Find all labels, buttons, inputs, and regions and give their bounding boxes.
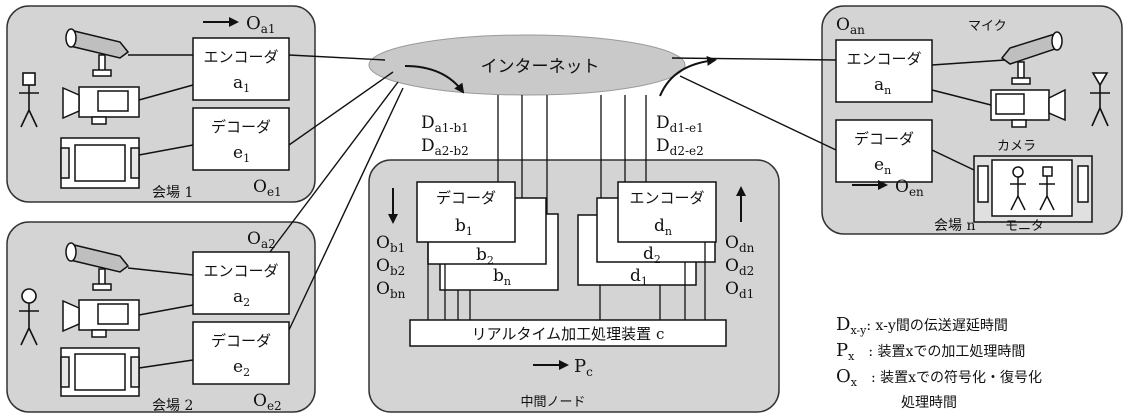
encoder-a1-box xyxy=(192,37,290,101)
oen-label: Oen xyxy=(895,177,924,199)
encoder-a2-box xyxy=(192,251,290,315)
decoder-e2-id: e2 xyxy=(233,357,250,379)
processor-c-box xyxy=(409,319,727,347)
encoder-an-title: エンコーダ xyxy=(846,50,921,68)
oa2-label: Oa2 xyxy=(247,229,276,251)
obn-label: Obn xyxy=(376,279,406,301)
delay-right-2: Dd2-e2 xyxy=(656,136,704,158)
internet-cloud xyxy=(368,34,686,96)
decoder-e1-box xyxy=(192,107,290,171)
monitor-label: モニタ xyxy=(1005,219,1044,234)
pc-label: Pc xyxy=(574,356,593,379)
decoder-b-title: デコーダ xyxy=(436,189,496,207)
od1-label: Od1 xyxy=(725,279,754,301)
venue-2-label: 会場 2 xyxy=(152,398,193,414)
legend: Dx-y: x-y間の伝送遅延時間 Px : 装置xでの加工処理時間 Ox : … xyxy=(836,314,1042,411)
mic-label: マイク xyxy=(968,19,1007,34)
processor-c-label: リアルタイム加工処理装置 c xyxy=(472,325,665,343)
encoder-a2-title: エンコーダ xyxy=(203,262,278,280)
monitor-icon xyxy=(973,155,1093,223)
encoder-d1-id: d1 xyxy=(630,266,648,288)
person-icon xyxy=(1090,72,1110,127)
ob2-label: Ob2 xyxy=(376,256,405,278)
encoder-a2-id: a2 xyxy=(233,287,250,309)
monitor-icon xyxy=(60,347,140,397)
legend-delay: Dx-y: x-y間の伝送遅延時間 xyxy=(836,314,1008,337)
encoder-dn-id: dn xyxy=(654,216,672,238)
decoder-b1-id: b1 xyxy=(455,216,473,238)
od2-label: Od2 xyxy=(725,256,754,278)
cloud-arrow-out xyxy=(659,55,717,97)
oan-label: Oan xyxy=(836,15,865,37)
legend-codec-cont: 処理時間 xyxy=(901,395,957,411)
cloud-arrow-in xyxy=(404,65,465,94)
ob1-label: Ob1 xyxy=(376,233,405,255)
camera-icon xyxy=(990,88,1066,128)
legend-process: Px : 装置xでの加工処理時間 xyxy=(836,340,1025,363)
camera-label: カメラ xyxy=(997,139,1036,154)
camera-icon xyxy=(62,86,140,125)
oa1-label: Oa1 xyxy=(246,13,276,36)
internet-label: インターネット xyxy=(481,57,600,77)
camera-icon xyxy=(62,299,140,338)
decoder-b1-box xyxy=(416,181,516,243)
odn-label: Odn xyxy=(725,233,755,255)
middle-node-label: 中間ノード xyxy=(520,395,585,410)
oe1-label: Oe1 xyxy=(253,177,282,199)
encoder-a1-title: エンコーダ xyxy=(203,48,278,66)
monitor-icon xyxy=(60,137,140,189)
decoder-b2-id: b2 xyxy=(476,245,494,267)
encoder-dn-box xyxy=(617,181,717,243)
oe2-label: Oe2 xyxy=(253,391,282,413)
person-icon xyxy=(19,288,39,346)
encoder-an-id: an xyxy=(874,75,891,97)
encoder-d-title: エンコーダ xyxy=(629,189,704,207)
delay-left-1: Da1-b1 xyxy=(421,113,469,135)
microphone-icon xyxy=(1000,31,1063,85)
legend-codec: Ox : 装置xでの符号化・復号化 xyxy=(836,366,1042,389)
decoder-en-box xyxy=(835,119,933,183)
venue-1-label: 会場 1 xyxy=(152,185,193,201)
decoder-bn-id: bn xyxy=(493,266,511,288)
delay-right-1: Dd1-e1 xyxy=(656,113,704,135)
encoder-d2-id: d2 xyxy=(643,244,661,266)
decoder-e1-id: e1 xyxy=(233,143,250,165)
microphone-icon xyxy=(65,242,130,291)
bus-lines xyxy=(497,95,647,215)
microphone-icon xyxy=(65,28,130,77)
decoder-e2-box xyxy=(192,321,290,385)
encoder-an-box xyxy=(835,39,933,103)
processor-lines xyxy=(427,242,706,320)
delay-left-2: Da2-b2 xyxy=(421,136,469,158)
decoder-en-title: デコーダ xyxy=(854,130,914,148)
encoder-a1-id: a1 xyxy=(233,73,250,95)
venue-n-label: 会場 n xyxy=(934,218,975,234)
decoder-en-id: en xyxy=(874,155,891,177)
decoder-e1-title: デコーダ xyxy=(211,118,271,136)
person-icon xyxy=(19,72,39,128)
decoder-e2-title: デコーダ xyxy=(211,332,271,350)
